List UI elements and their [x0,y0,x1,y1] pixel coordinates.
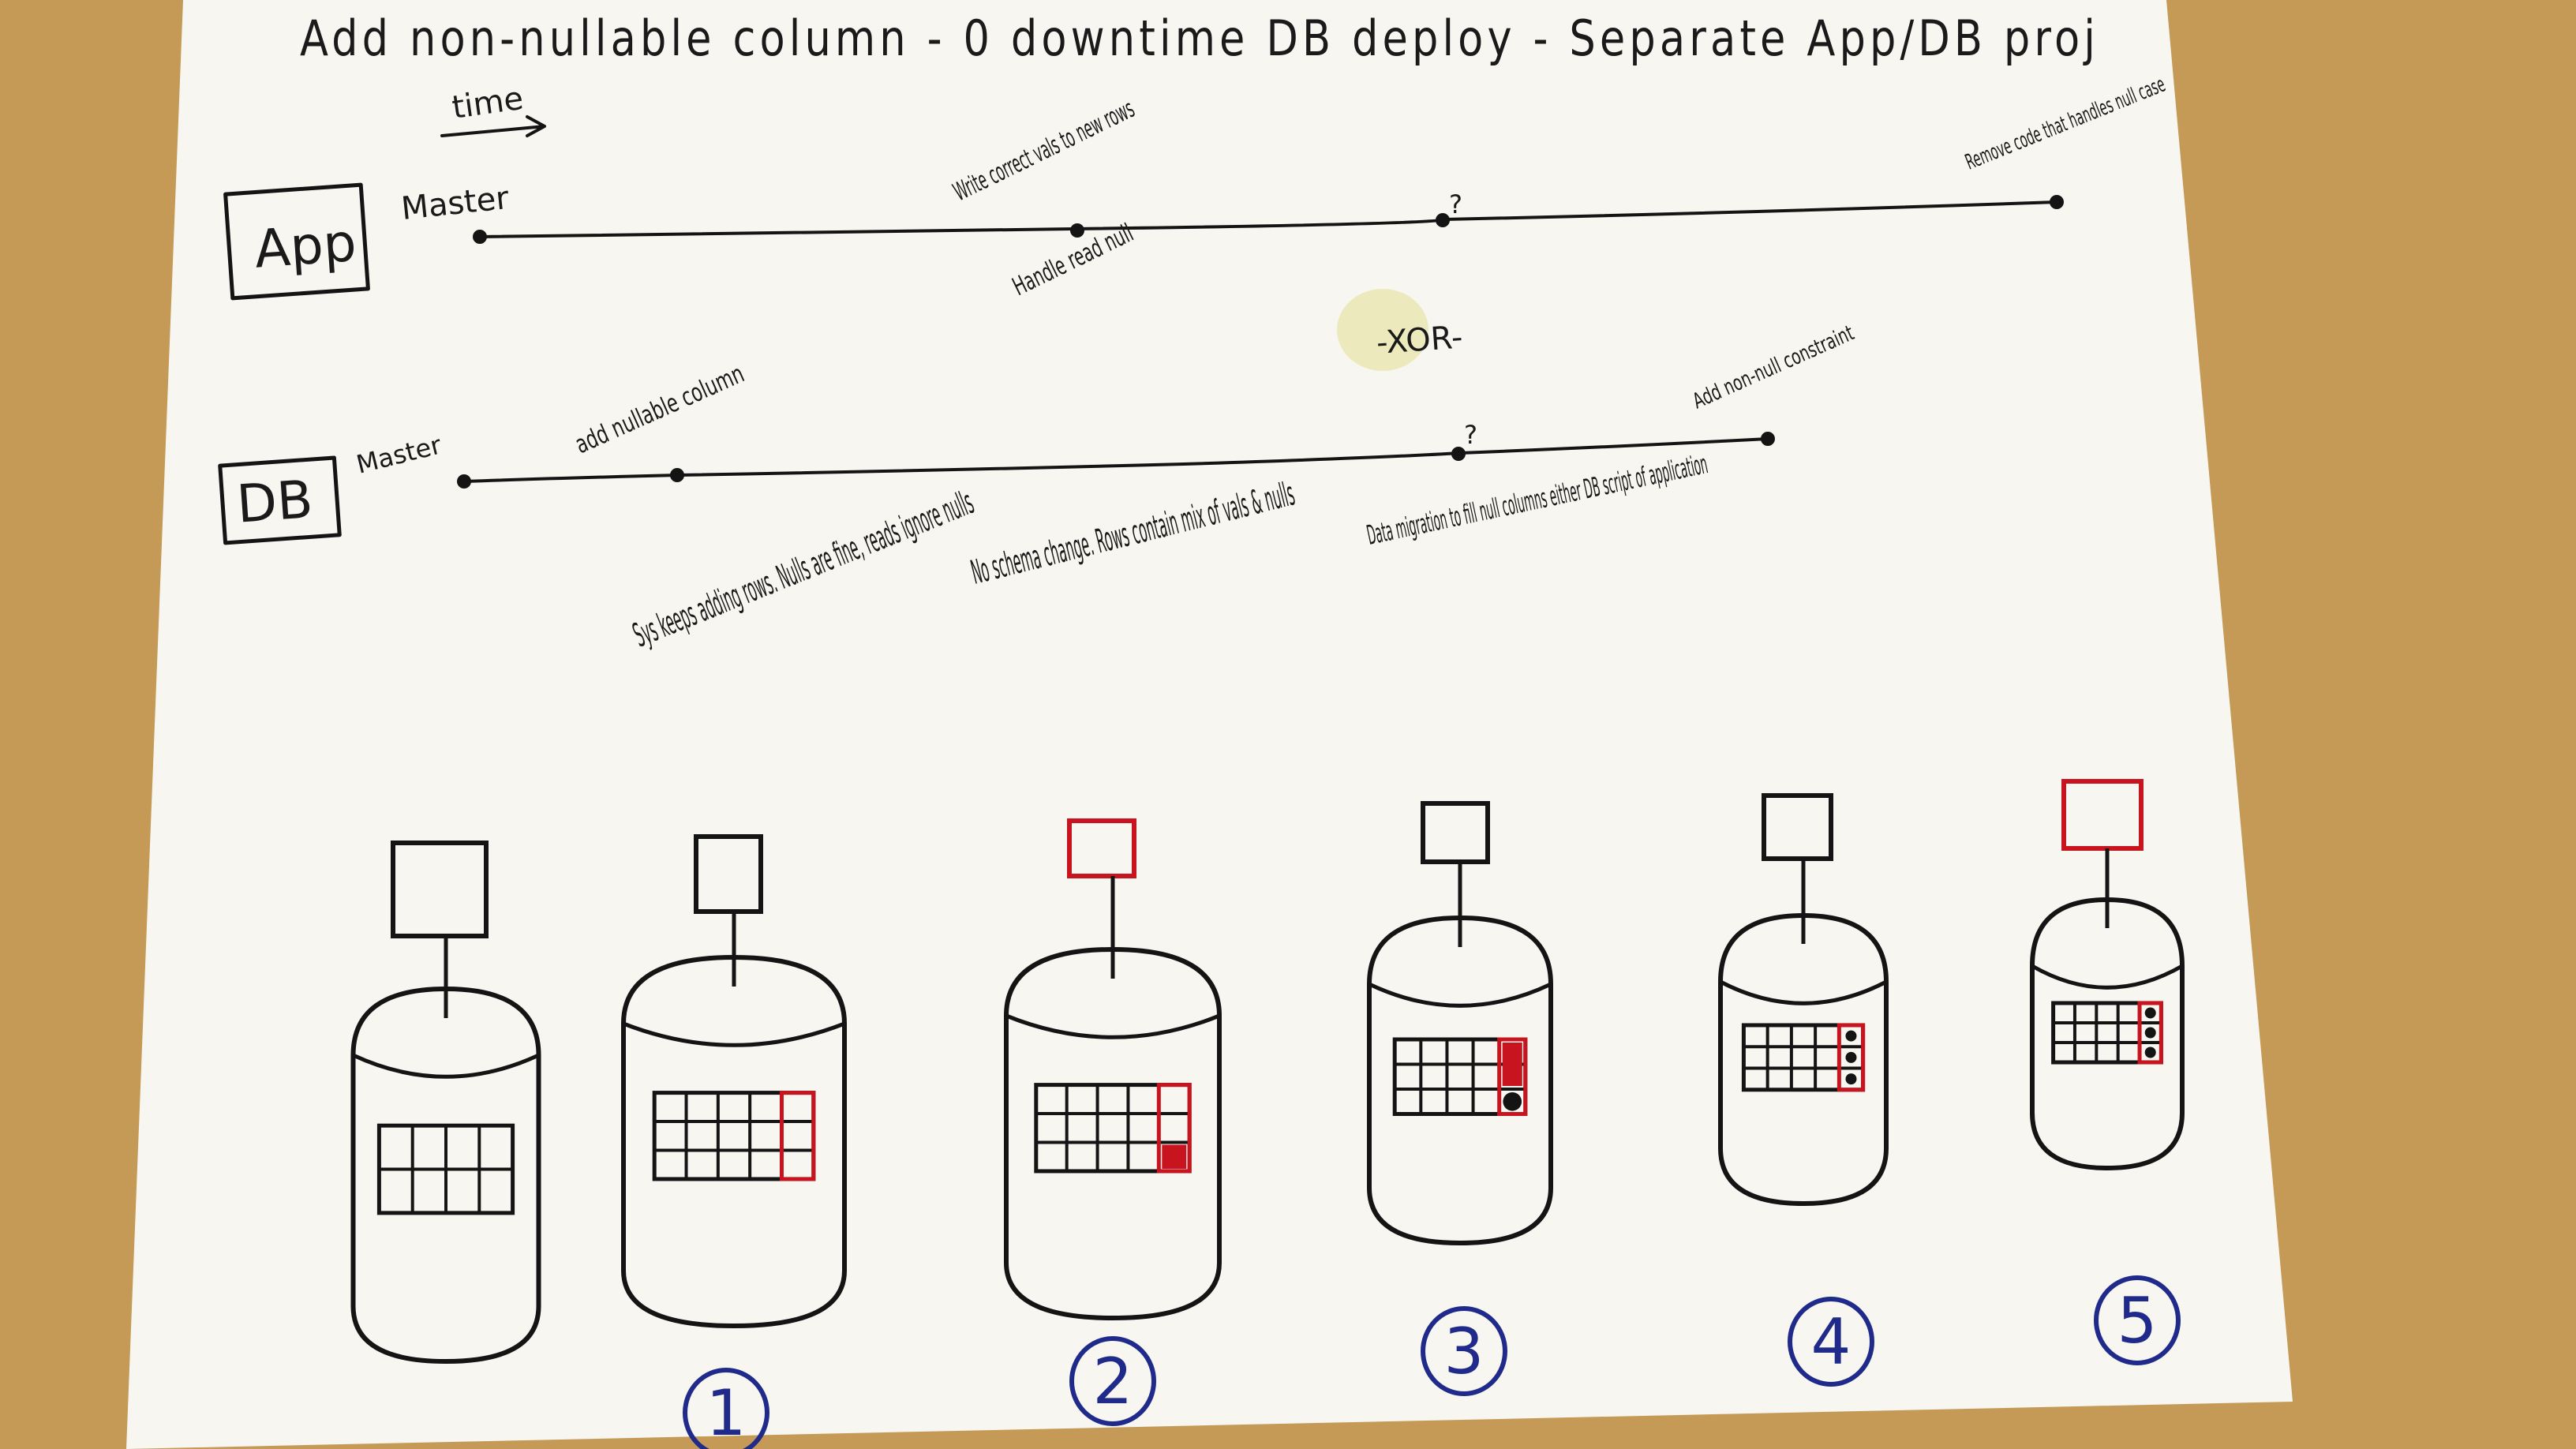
db-event-label: ? [1464,420,1477,450]
db-stage-3: 2 [1004,818,1222,1426]
db-stage-1 [350,841,541,1365]
app-event-label: ? [1449,189,1462,219]
filled-cell [1162,1144,1187,1169]
db-event-dot [1451,447,1466,461]
db-stage-6: 5 [2030,779,2185,1365]
app-timeline [478,200,2058,238]
stage-number-circle [1069,1336,1156,1426]
db-event-dot [670,468,684,482]
app-lane-box [223,182,370,301]
db-stage-2: 1 [621,834,847,1449]
value-dot [2144,1007,2156,1019]
null-dot [1503,1091,1522,1111]
app-server-box [2061,779,2144,851]
db-event-dot [1761,432,1775,446]
value-dot [1845,1051,1857,1063]
new-column-highlight [1837,1023,1866,1092]
db-timeline [462,437,1769,483]
stages-row: 1 2 3 4 5 [350,779,2185,1449]
cylinder-rim [352,1053,540,1079]
app-server-box [391,841,489,938]
app-server-box [694,834,763,914]
value-dot [1845,1030,1857,1042]
stage-number: 5 [2117,1284,2158,1357]
stage-number-circle [2094,1275,2181,1365]
db-lane-box [218,455,342,545]
filled-cell [1502,1043,1522,1086]
stage-number: 3 [1444,1315,1485,1388]
new-column-highlight [1497,1037,1528,1116]
table-grid [1034,1083,1192,1174]
new-column-highlight [779,1091,816,1181]
cylinder-rim [623,1021,845,1047]
time-arrow [440,115,546,137]
xor-label: -XOR- [1375,319,1463,361]
app-event-dot [2050,195,2064,209]
new-column-highlight [1156,1083,1192,1174]
stage-number: 4 [1811,1305,1852,1379]
app-event-dot [1070,223,1084,238]
new-column-highlight [2137,1001,2163,1065]
db-stage-5: 4 [1718,793,1889,1387]
value-dot [2144,1046,2156,1058]
database-cylinder [350,986,541,1365]
paper-sheet [126,0,2293,1449]
value-dot [2144,1027,2156,1039]
value-dot [1845,1073,1857,1085]
stage-number-circle [1421,1306,1507,1396]
db-lane-label: DB [235,469,315,535]
stage-number: 1 [706,1376,747,1449]
coffee-stain [1337,289,1428,371]
cylinder-rim [1368,982,1552,1008]
db-event-dot [457,474,471,489]
stage-number-circle [683,1368,769,1449]
app-server-box [1762,793,1833,861]
cylinder-rim [1005,1013,1220,1039]
table-grid [376,1123,515,1215]
stage-number-circle [1788,1297,1874,1387]
database-cylinder [2030,897,2185,1171]
app-event-dot [1436,213,1450,227]
app-server-box [1421,801,1490,864]
app-server-box [1067,818,1136,878]
db-stage-4: 3 [1367,801,1553,1396]
stage-number: 2 [1093,1345,1133,1418]
page-title: Add non-nullable column - 0 downtime DB … [300,9,2099,67]
cylinder-rim [1719,979,1888,1005]
cylinder-rim [2031,964,2184,990]
app-event-dot [473,230,487,244]
app-lane-label: App [253,212,358,280]
